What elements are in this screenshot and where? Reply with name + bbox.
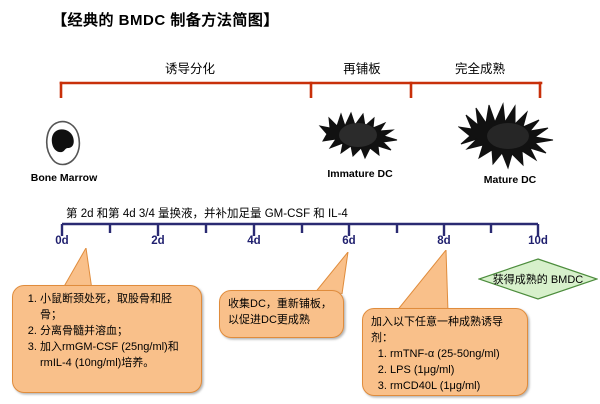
cell-label-mature-dc: Mature DC [483,174,537,186]
list-item: 分离骨髓并溶血； [40,324,193,340]
cell-mature-dc: Mature DC [440,100,580,186]
callout-list-day0: 小鼠断颈处死，取股骨和胫骨； 分离骨髓并溶血； 加入rmGM-CSF (25ng… [21,292,193,372]
callout-tail-6d [313,252,349,294]
list-item: rmCD40L (1μg/ml) [390,379,519,395]
result-node-mature-bmdc: 获得成熟的 BMDC [477,258,599,300]
day-label-10d: 10d [528,235,548,247]
result-hexagon-shape [477,258,599,300]
callout-line: 收集DC，重新铺板， [228,298,332,310]
cell-label-immature-dc: Immature DC [327,168,393,180]
day-label-2d: 2d [151,235,165,247]
cell-label-bone-marrow: Bone Marrow [30,172,98,184]
phase-label-differentiation: 诱导分化 [164,62,215,76]
list-item: rmTNF-α (25-50ng/ml) [390,347,519,363]
list-item: 加入rmGM-CSF (25ng/ml)和rmIL-4 (10ng/ml)培养。 [40,340,193,372]
list-item: 小鼠断颈处死，取股骨和胫骨； [40,292,193,324]
callout-box-day6: 收集DC，重新铺板， 以促进DC更成熟 [219,290,344,338]
callout-box-day8: 加入以下任意一种成熟诱导剂： rmTNF-α (25-50ng/ml) LPS … [362,308,528,396]
immature-dendritic-cell-icon [318,111,398,160]
callout-box-day0: 小鼠断颈处死，取股骨和胫骨； 分离骨髓并溶血； 加入rmGM-CSF (25ng… [12,285,202,393]
day-label-6d: 6d [342,235,356,247]
callout-heading: 加入以下任意一种成熟诱导剂： [371,316,503,344]
bone-marrow-cell-icon [45,120,81,166]
phase-label-maturation: 完全成熟 [454,62,505,76]
phase-bracket [59,81,543,98]
list-item: LPS (1μg/ml) [390,363,519,379]
callout-tail-8d [395,250,449,312]
phase-label-replating: 再铺板 [343,62,381,76]
media-change-note: 第 2d 和第 4d 3/4 量换液，并补加足量 GM-CSF 和 IL-4 [66,208,348,220]
callout-line: 以促进DC更成熟 [228,313,310,326]
cell-immature-dc: Immature DC [300,104,420,180]
day-label-4d: 4d [247,235,261,247]
day-label-0d: 0d [55,235,69,247]
callout-list-day8: rmTNF-α (25-50ng/ml) LPS (1μg/ml) rmCD40… [371,347,519,395]
mature-dendritic-cell-icon [458,102,554,170]
callout-tail-0d [61,248,93,290]
result-label: 获得成熟的 BMDC [492,274,584,286]
cell-bone-marrow: Bone Marrow [14,118,114,184]
day-label-8d: 8d [437,235,451,247]
timeline-axis [60,222,540,236]
page-title: 【经典的 BMDC 制备方法简图】 [52,12,279,29]
